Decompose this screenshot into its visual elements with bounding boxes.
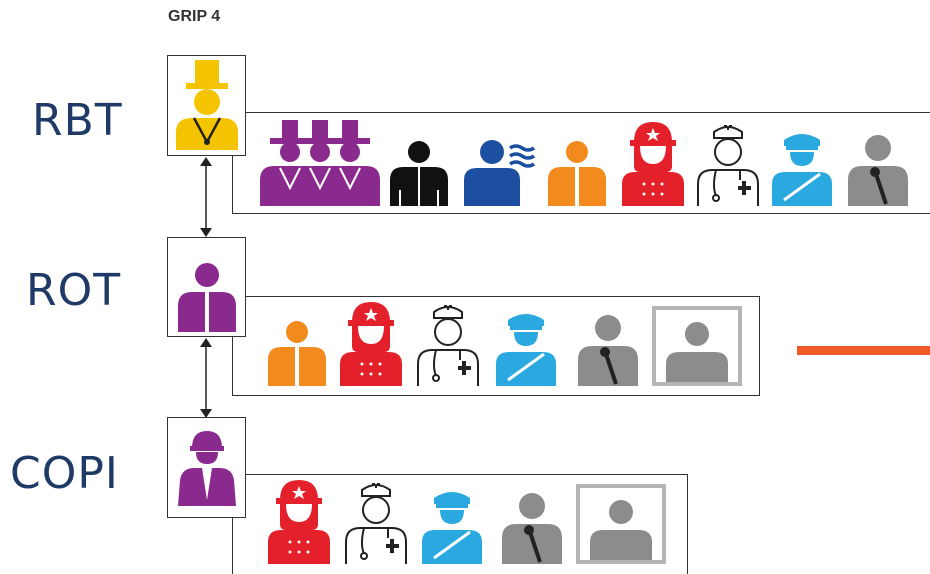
rot-copi-connector-arrow: [200, 338, 212, 418]
rbt-rot-connector-arrow: [200, 157, 212, 237]
top-hat-mayor-icon: [176, 60, 238, 150]
grey-speaker-microphone-icon: [502, 493, 562, 564]
blue-police-icon: [772, 134, 832, 206]
grey-screen-person-icon: [652, 306, 742, 386]
grey-speaker-microphone-icon: [848, 135, 908, 206]
row-label-copi: COPI: [10, 448, 119, 499]
group-of-top-hats-icon: [260, 120, 380, 206]
nurse-outline-icon: [417, 305, 479, 386]
nurse-outline-icon: [697, 125, 759, 206]
grey-speaker-microphone-icon: [578, 315, 638, 386]
nurse-outline-icon: [345, 483, 407, 564]
orange-person-icon: [268, 321, 326, 386]
blue-police-icon: [422, 492, 482, 564]
row-label-rot: ROT: [26, 265, 122, 316]
red-firefighter-icon: [268, 480, 330, 564]
row-label-rbt: RBT: [32, 95, 123, 146]
orange-person-icon: [548, 141, 606, 206]
red-firefighter-icon: [622, 122, 684, 206]
blue-person-waves-icon: [464, 140, 535, 206]
purple-helmet-person-icon: [178, 431, 236, 506]
black-person-icon: [390, 141, 448, 206]
diagram-title: GRIP 4: [168, 8, 221, 25]
blue-police-icon: [496, 314, 556, 386]
purple-person-icon: [178, 263, 236, 332]
accent-bar: [797, 346, 930, 355]
red-firefighter-icon: [340, 302, 402, 386]
grey-screen-person-icon: [576, 484, 666, 564]
